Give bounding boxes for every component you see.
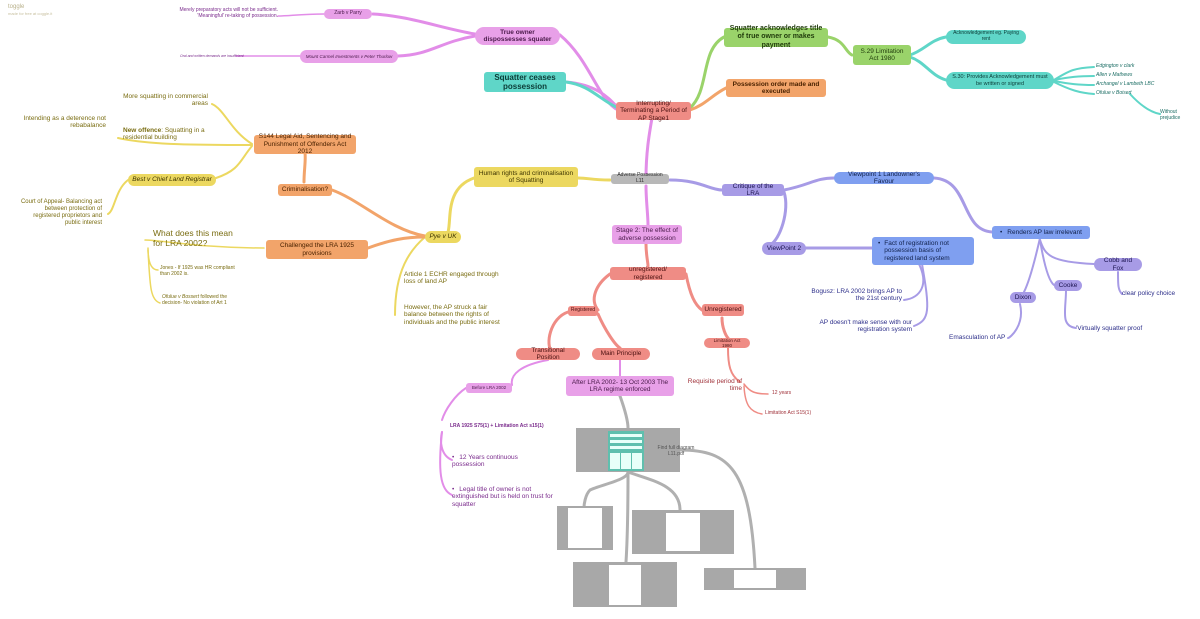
node-stage2[interactable]: Stage 2: The effect of adverse possessio… (612, 225, 682, 244)
text-requisite: Requisite period of time (687, 378, 742, 393)
text-however: However, the AP struck a fair balance be… (404, 304, 500, 326)
image-full-diagram[interactable] (576, 428, 680, 472)
node-dixon[interactable]: Dixon (1010, 292, 1036, 303)
text-intending: Intending as a deterence not rebabalance (23, 115, 106, 130)
node-transitional[interactable]: Transitional Position (516, 347, 580, 361)
node-unregistered[interactable]: Unregistered (702, 304, 744, 316)
text-twelve-continuous: 12 Years continuous possession (452, 454, 528, 469)
node-zarb[interactable]: Zarb v Parry (324, 9, 372, 19)
text-archangel: Archangel v Lambeth LBC (1096, 81, 1155, 87)
doc-2-page (666, 513, 700, 551)
node-viewpoint2[interactable]: ViewPoint 2 (762, 242, 806, 255)
node-criminalisation[interactable]: Criminalisation? (278, 184, 332, 196)
text-bogusz: Bogusz: LRA 2002 brings AP to the 21st c… (811, 288, 902, 303)
text-lra1925: LRA 1925 S75(1) + Limitation Act s15(1) (450, 423, 544, 429)
node-pye[interactable]: Pye v UK (425, 231, 461, 243)
node-cobb[interactable]: Cobb and Fox (1094, 257, 1142, 272)
node-cooke[interactable]: Cooke (1054, 280, 1082, 291)
text-new-offence: New offence: Squatting in a residential … (123, 127, 219, 142)
text-virtually: 'Virtually squatter proof (1076, 325, 1143, 332)
text-without-prejudice: Without prejudice (1160, 109, 1181, 121)
text-court-appeal: Court of Appeal- Balancing act between p… (20, 199, 102, 226)
node-critique[interactable]: Critique of the LRA (722, 183, 784, 197)
text-jones: Jones - If 1925 was HR compliant than 20… (160, 265, 235, 277)
new-offence-text: : Squatting in a residential building (123, 127, 205, 142)
ofulue-mid-rest: followed the decision- No violation of A… (162, 294, 228, 306)
node-viewpoint1[interactable]: Viewpoint 1 Landowner's Favour (834, 171, 934, 185)
node-adverse-possession[interactable]: Adverse Possession L11 (611, 172, 669, 184)
image-doc-3[interactable] (573, 562, 677, 607)
image-doc-1[interactable] (557, 506, 613, 550)
node-registered[interactable]: Registered (568, 306, 598, 316)
node-s29[interactable]: S.29 Limitation Act 1980 (853, 45, 911, 65)
doc-1-page (568, 508, 602, 548)
text-merely: Merely preparatory acts will not be suff… (179, 7, 278, 19)
node-unreg-reg[interactable]: unregistered/ registered (610, 266, 686, 281)
renders-bullet (1000, 229, 1007, 236)
text-more-squatting: More squatting in commercial areas (123, 93, 208, 108)
new-offence-label: New offence (123, 127, 162, 134)
text-find-full: Find full diagram L11.pdf (657, 445, 695, 457)
text-ofulue-mid: Ofulue v Bossert followed the decision- … (162, 294, 236, 307)
text-legal-title: Legal title of owner is not extinguished… (452, 486, 556, 508)
ofulue-mid-name: Ofulue v Bossert (162, 294, 199, 300)
node-squatter-acknowledges[interactable]: Squatter acknowledges title of true owne… (724, 25, 828, 49)
node-best[interactable]: Best v Chief Land Registrar (128, 174, 216, 186)
text-emasculation: Emasculation of AP (949, 334, 1006, 341)
text-clear-policy: clear policy choice (1122, 290, 1176, 297)
text-oral-written: Oral and written demands are insufficien… (180, 54, 244, 58)
node-fact-reg[interactable]: •Fact of registration not possession bas… (872, 237, 974, 265)
node-s144[interactable]: S144 Legal Aid, Sentencing and Punishmen… (254, 133, 356, 155)
doc-3-page (609, 565, 641, 605)
coggle-subtitle: made for free at coggle.it (8, 11, 53, 16)
node-interrupting[interactable]: Interrupting/ Terminating a Period of AP… (616, 100, 691, 122)
text-allen: Allen v Mathews (1096, 72, 1133, 78)
text-article1: Article 1 ECHR engaged through loss of l… (404, 271, 499, 286)
node-main-principle[interactable]: Main Principle (592, 348, 650, 360)
node-challenged[interactable]: Challenged the LRA 1925 provisions (266, 240, 368, 259)
text-ofulue-top: Ofulue v Boisert (1096, 90, 1132, 96)
image-doc-4[interactable] (704, 568, 806, 590)
node-renders[interactable]: Renders AP law irrelevant (992, 226, 1090, 239)
node-before-lra[interactable]: Before LRA 2002 (466, 383, 512, 393)
node-mount-carmel[interactable]: Mount Carmel Investments v Peter Thurlow (300, 50, 398, 63)
text-what-does: What does this mean for LRA 2002? (153, 228, 233, 248)
node-after-lra[interactable]: After LRA 2002- 13 Oct 2003 The LRA regi… (566, 376, 674, 396)
fact-reg-text: Fact of registration not possession basi… (884, 240, 950, 262)
node-s30[interactable]: S.30: Provides Acknowledgement must be w… (946, 72, 1054, 89)
node-true-owner[interactable]: True owner dispossesses squater (475, 27, 560, 45)
node-ack-eg[interactable]: Acknowledgement eg. Paying rent (946, 30, 1026, 44)
text-twelve-years: 12 years (772, 390, 792, 396)
node-human-rights[interactable]: Human rights and criminalisation of Squa… (474, 167, 578, 187)
node-squatter-ceases[interactable]: Squatter ceases possession (484, 72, 566, 92)
node-possession-order[interactable]: Possession order made and executed (726, 79, 826, 97)
image-doc-2[interactable] (632, 510, 734, 554)
text-limitation-s15: Limitation Act S15(1) (765, 410, 812, 416)
text-edgington: Edgington v clark (1096, 63, 1135, 69)
doc-4-page (734, 570, 776, 588)
node-limitation-1980[interactable]: Limitation Act 1980 (704, 338, 750, 348)
diagram-thumbnail (608, 431, 644, 471)
coggle-title: toggle (8, 4, 25, 10)
text-ap-doesnt: AP doesn't make sense with our registrat… (819, 319, 912, 334)
